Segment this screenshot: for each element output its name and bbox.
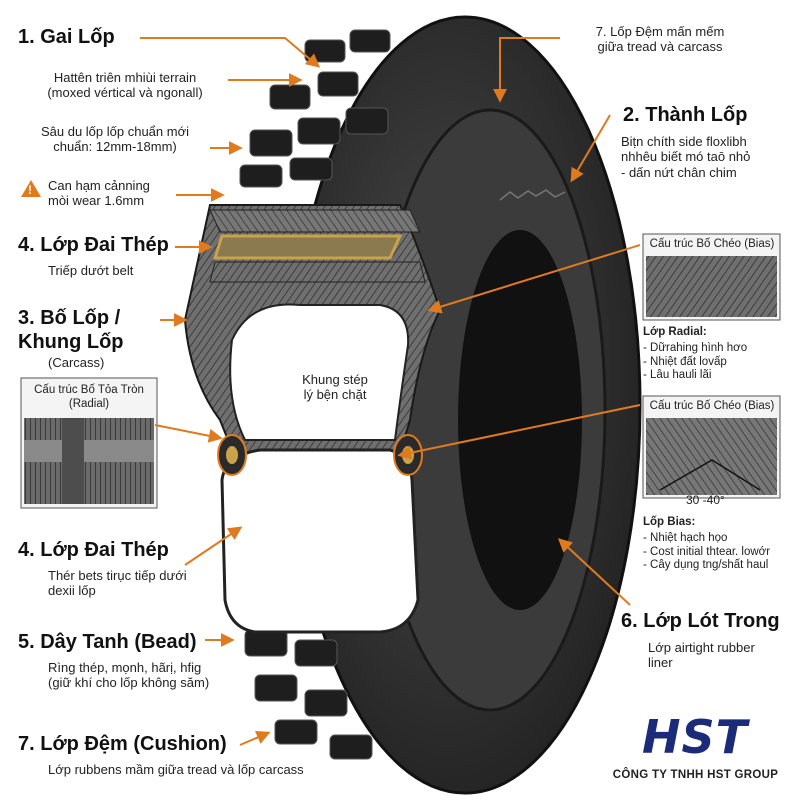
gai-lop-depth: Sâu du lốp lốp chuẩn mới chuẩn: 12mm-18m… xyxy=(40,124,189,155)
lop-dai-thep-title: 4. Lớp Đai Thép xyxy=(18,234,169,256)
gai-lop-warning: Can hạm cảnning mòi wear 1.6mm xyxy=(48,178,150,209)
lop-lot-trong-title: 6. Lớp Lót Trong xyxy=(621,610,780,632)
bias-list-title: Lốp Bias: xyxy=(643,516,696,528)
radial-list-title: Lớp Radial: xyxy=(643,326,707,338)
lop-dai-thep-2-title: 4. Lớp Đai Thép xyxy=(18,539,169,561)
bo-lop-title: 3. Bố Lốp / Khung Lốp xyxy=(18,307,124,353)
bias-angle: 30 -40° xyxy=(686,493,725,507)
cushion-top-label: 7. Lốp Đệm mấn mếm giữa tread và carcass xyxy=(595,24,725,55)
bead-title: 5. Dây Tanh (Bead) xyxy=(18,631,197,653)
bias-list: - Nhiệt hạch họo - Cost initial thtear. … xyxy=(643,532,771,572)
bo-lop-sub: (Carcass) xyxy=(48,355,105,370)
gai-lop-desc: Hattên triên mhiùi terrain (moxed vértic… xyxy=(47,70,203,101)
khung-thep-label: Khung stép lý bện chặt xyxy=(302,372,368,403)
thanh-lop-desc: Biṭn chíth side floxlibh nhhêu biết mó t… xyxy=(621,134,751,180)
lop-dai-thep-2-desc: Thér bets tirục tiếp dưới dexii lốp xyxy=(48,568,187,599)
cushion-desc: Lớp rubbens mầm giữa tread và lốp carcas… xyxy=(48,762,304,777)
radial-inset-caption: Cấu trúc Bố Tỏa Tròn (Radial) xyxy=(34,384,144,410)
bead-desc: Rìng thép, mọnh, hãrị, hfig (giữ khí cho… xyxy=(48,660,210,691)
bias-inset-1 xyxy=(642,233,781,321)
hst-logo: HST xyxy=(641,710,748,764)
lop-lot-trong-desc: Lớp airtight rubber liner xyxy=(648,640,755,671)
cutaway-section xyxy=(183,204,442,634)
bias-inset-1-caption: Cấu trúc Bố Chéo (Bias) xyxy=(649,238,775,250)
leader-lines xyxy=(140,37,641,746)
company-name: CÔNG TY TNHH HST GROUP xyxy=(612,769,779,781)
bead-right xyxy=(393,434,423,476)
bias-inset-2 xyxy=(642,395,781,499)
bead-left xyxy=(217,434,247,476)
bias-inset-2-caption: Cấu trúc Bố Chéo (Bias) xyxy=(649,400,775,412)
radial-list: - Dữrahing hình hơo - Nhiệt đất lovấp - … xyxy=(643,342,748,382)
gai-lop-title: 1. Gai Lốp xyxy=(18,26,115,48)
warning-icon: ! xyxy=(21,180,41,197)
cushion-title: 7. Lớp Đệm (Cushion) xyxy=(18,733,227,755)
radial-inset xyxy=(20,377,158,509)
lop-dai-thep-desc: Triếp dướt belt xyxy=(48,263,134,278)
thanh-lop-title: 2. Thành Lốp xyxy=(623,104,748,126)
